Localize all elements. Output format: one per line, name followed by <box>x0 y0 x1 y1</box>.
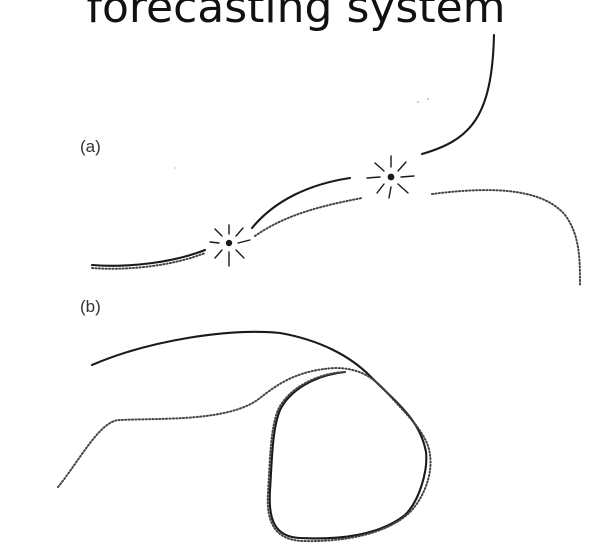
dotted-front-a-right <box>432 190 580 285</box>
panel-a-label: (a) <box>80 137 101 156</box>
panel-b-sketch <box>58 332 431 541</box>
solid-front-a-left <box>92 250 205 266</box>
low-pressure-burst-right-icon <box>367 156 414 198</box>
dotted-front-b <box>58 368 431 541</box>
solid-front-a-right <box>422 35 494 154</box>
solid-front-b <box>92 332 426 539</box>
low-pressure-burst-left-icon <box>210 225 250 266</box>
dotted-front-a-middle <box>255 198 362 236</box>
solid-front-a-middle <box>252 178 350 228</box>
panel-b-label: (b) <box>80 297 101 316</box>
panel-a-sketch <box>92 35 580 285</box>
